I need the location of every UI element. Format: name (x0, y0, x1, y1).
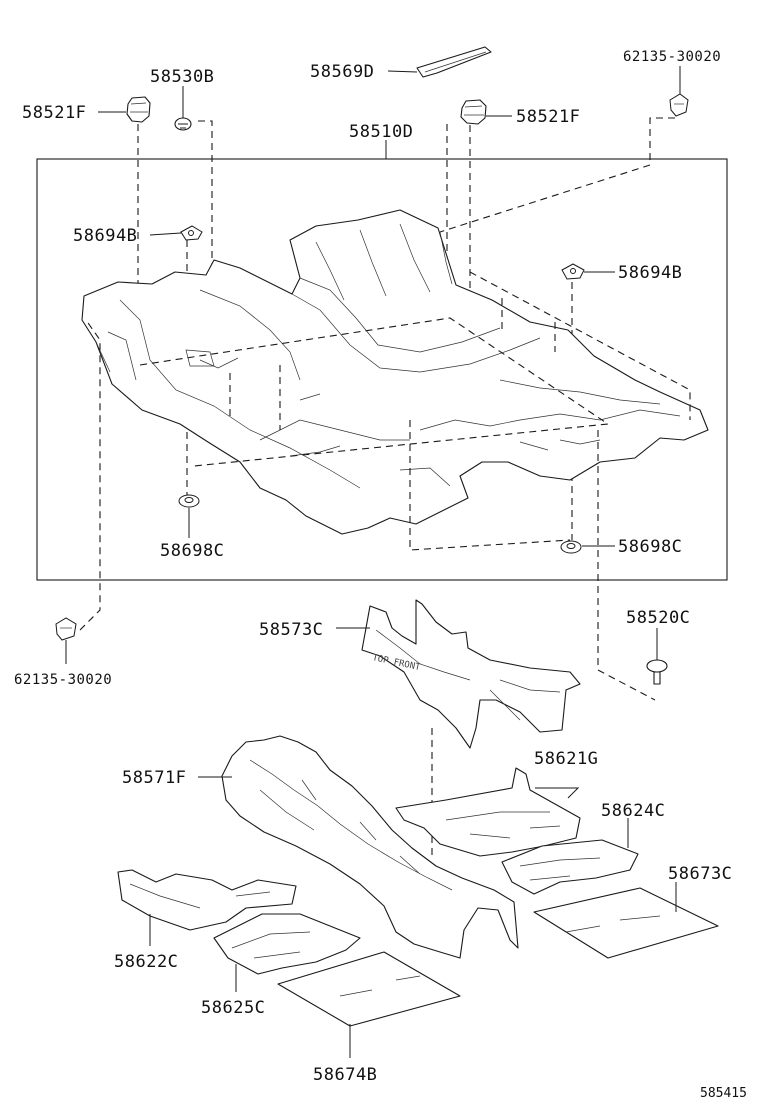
label-58621g: 58621G (534, 749, 598, 769)
pin-58530b (174, 117, 192, 131)
clip-58694b-left (180, 225, 203, 241)
mat-58674b (277, 951, 461, 1027)
grommet-58521f-right (460, 99, 487, 125)
label-58698c-right: 58698C (618, 537, 682, 557)
fastener-58698c-right (560, 540, 582, 554)
label-58521f-right: 58521F (516, 107, 580, 127)
strip-58569d (416, 46, 492, 78)
label-58673c: 58673C (668, 864, 732, 884)
carpet-assembly-58510d (81, 209, 709, 535)
assembly-frame (36, 158, 728, 581)
label-58698c-left: 58698C (160, 541, 224, 561)
label-58625c: 58625C (201, 998, 265, 1018)
label-58569d: 58569D (310, 62, 374, 82)
mat-58621g (395, 767, 581, 857)
mat-58624c (501, 839, 639, 895)
label-58624c: 58624C (601, 801, 665, 821)
label-58571f: 58571F (122, 768, 186, 788)
label-58510d: 58510D (349, 122, 413, 142)
label-62135-top: 62135-30020 (623, 49, 721, 65)
label-62135-bottom: 62135-30020 (14, 672, 112, 688)
label-58694b-right: 58694B (618, 263, 682, 283)
clip-62135-bottom (55, 617, 77, 641)
diagram-reference-number: 585415 (700, 1086, 747, 1101)
label-58520c: 58520C (626, 608, 690, 628)
grommet-58521f-left (126, 96, 151, 123)
pin-58520c (646, 659, 668, 685)
clip-62135-top (669, 93, 689, 117)
mat-58673c (533, 887, 719, 959)
clip-58694b-right (561, 263, 585, 280)
silencer-58571f (221, 735, 519, 959)
label-58530b: 58530B (150, 67, 214, 87)
fastener-58698c-left (178, 494, 200, 508)
mat-58622c (117, 869, 297, 931)
silencer-58573c: TOP FRONT (361, 599, 581, 749)
label-58674b: 58674B (313, 1065, 377, 1085)
label-58694b-left: 58694B (73, 226, 137, 246)
label-58521f-left: 58521F (22, 103, 86, 123)
label-58573c: 58573C (259, 620, 323, 640)
label-58622c: 58622C (114, 952, 178, 972)
mat-58625c (213, 913, 361, 975)
